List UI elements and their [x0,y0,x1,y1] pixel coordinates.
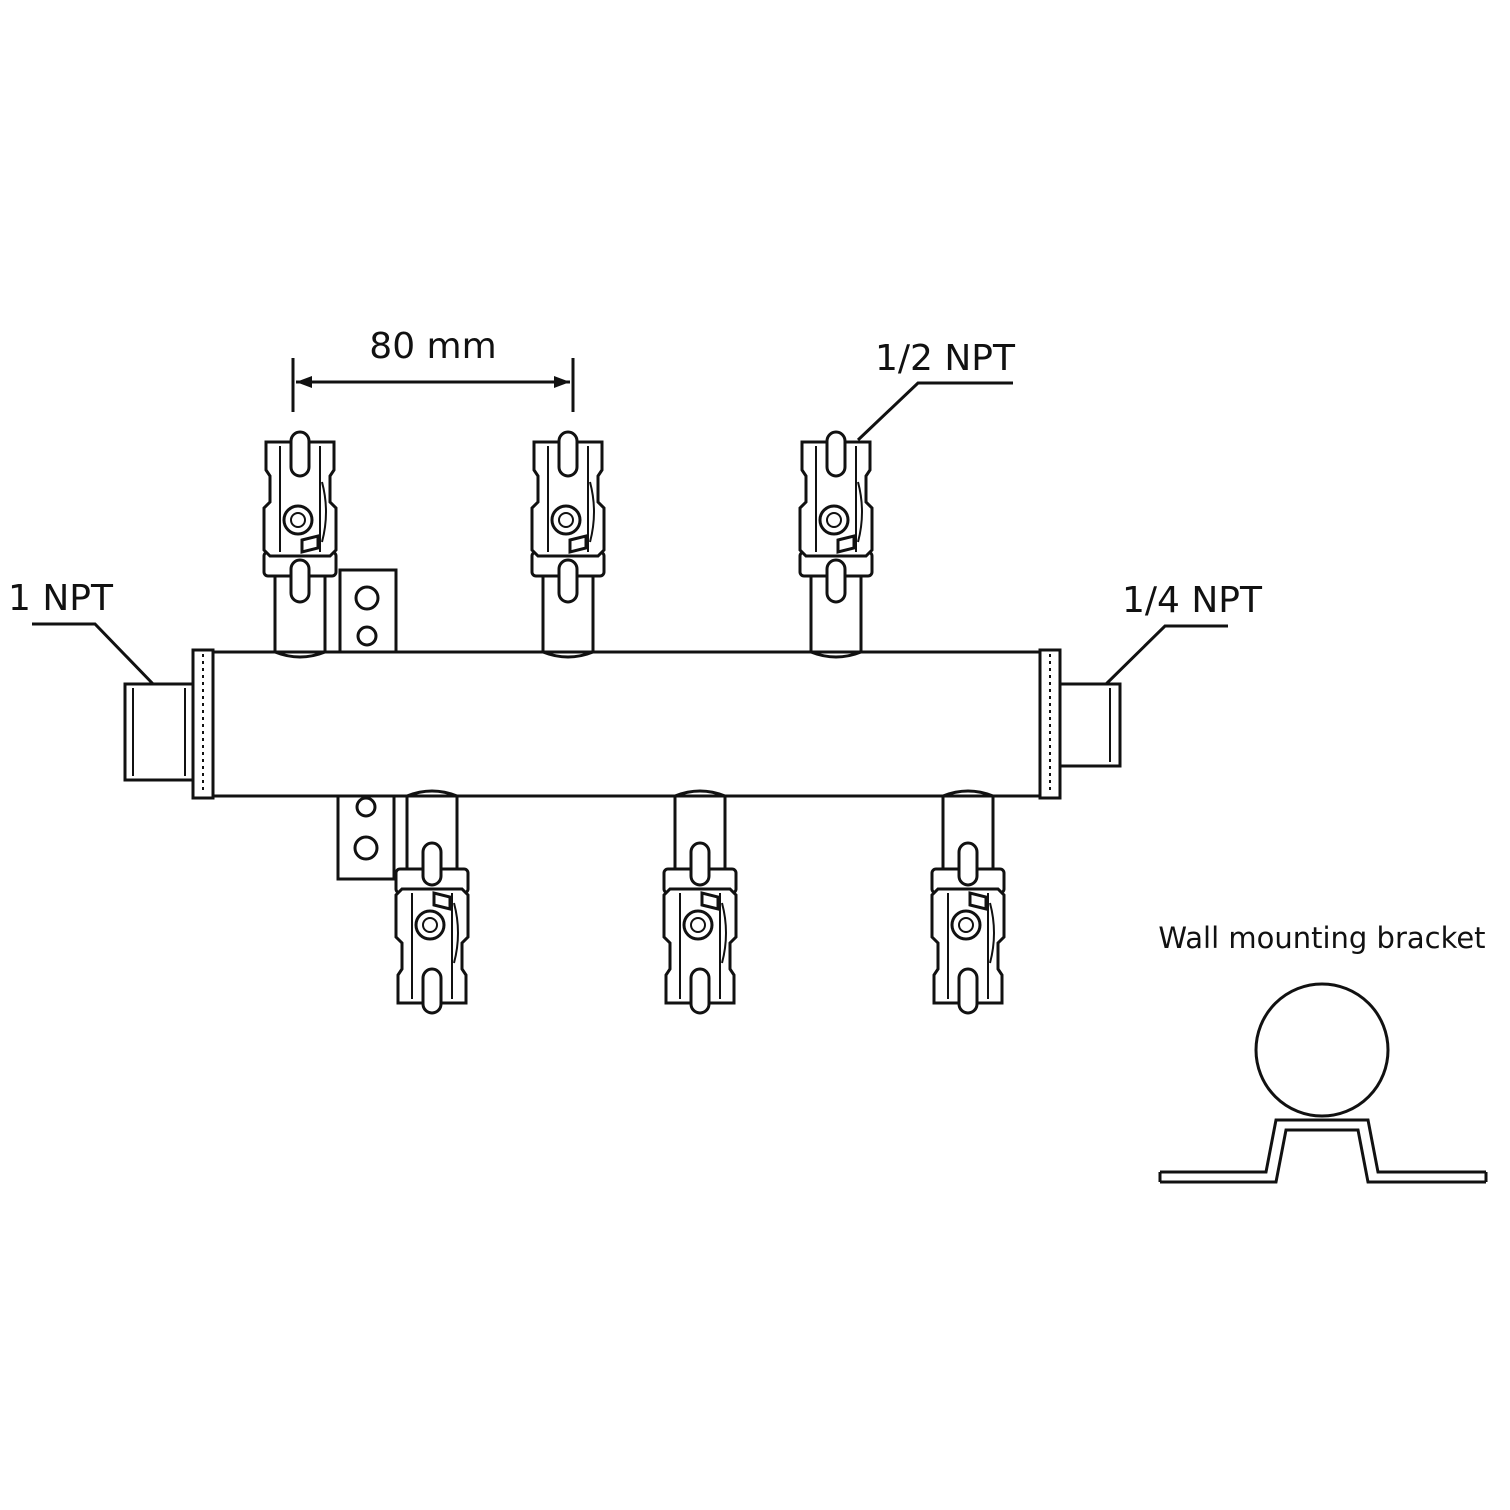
valve-top-1 [262,430,338,654]
dimension-80mm: 80 mm [291,326,575,412]
inlet-port-label: 1 NPT [8,578,114,619]
label-end-port: 1/4 NPT [1098,580,1263,692]
label-inlet-port: 1 NPT [8,578,157,688]
valve-bottom-2 [662,791,738,1015]
valve-bottom-1 [394,791,470,1015]
label-outlet-port: 1/2 NPT [856,338,1016,442]
mounting-plate-bottom [336,793,396,881]
bracket-caption: Wall mounting bracket [1158,921,1485,955]
outlet-port-label: 1/2 NPT [875,338,1016,379]
dimension-label: 80 mm [369,326,496,367]
valve-bottom-3 [930,791,1006,1015]
wall-bracket-detail: Wall mounting bracket [1158,921,1488,1184]
end-port-label: 1/4 NPT [1122,580,1263,621]
mounting-plate-top [338,568,398,654]
manifold-body [123,648,1122,800]
valve-top-2 [530,430,606,654]
valve-top-3 [798,430,874,654]
